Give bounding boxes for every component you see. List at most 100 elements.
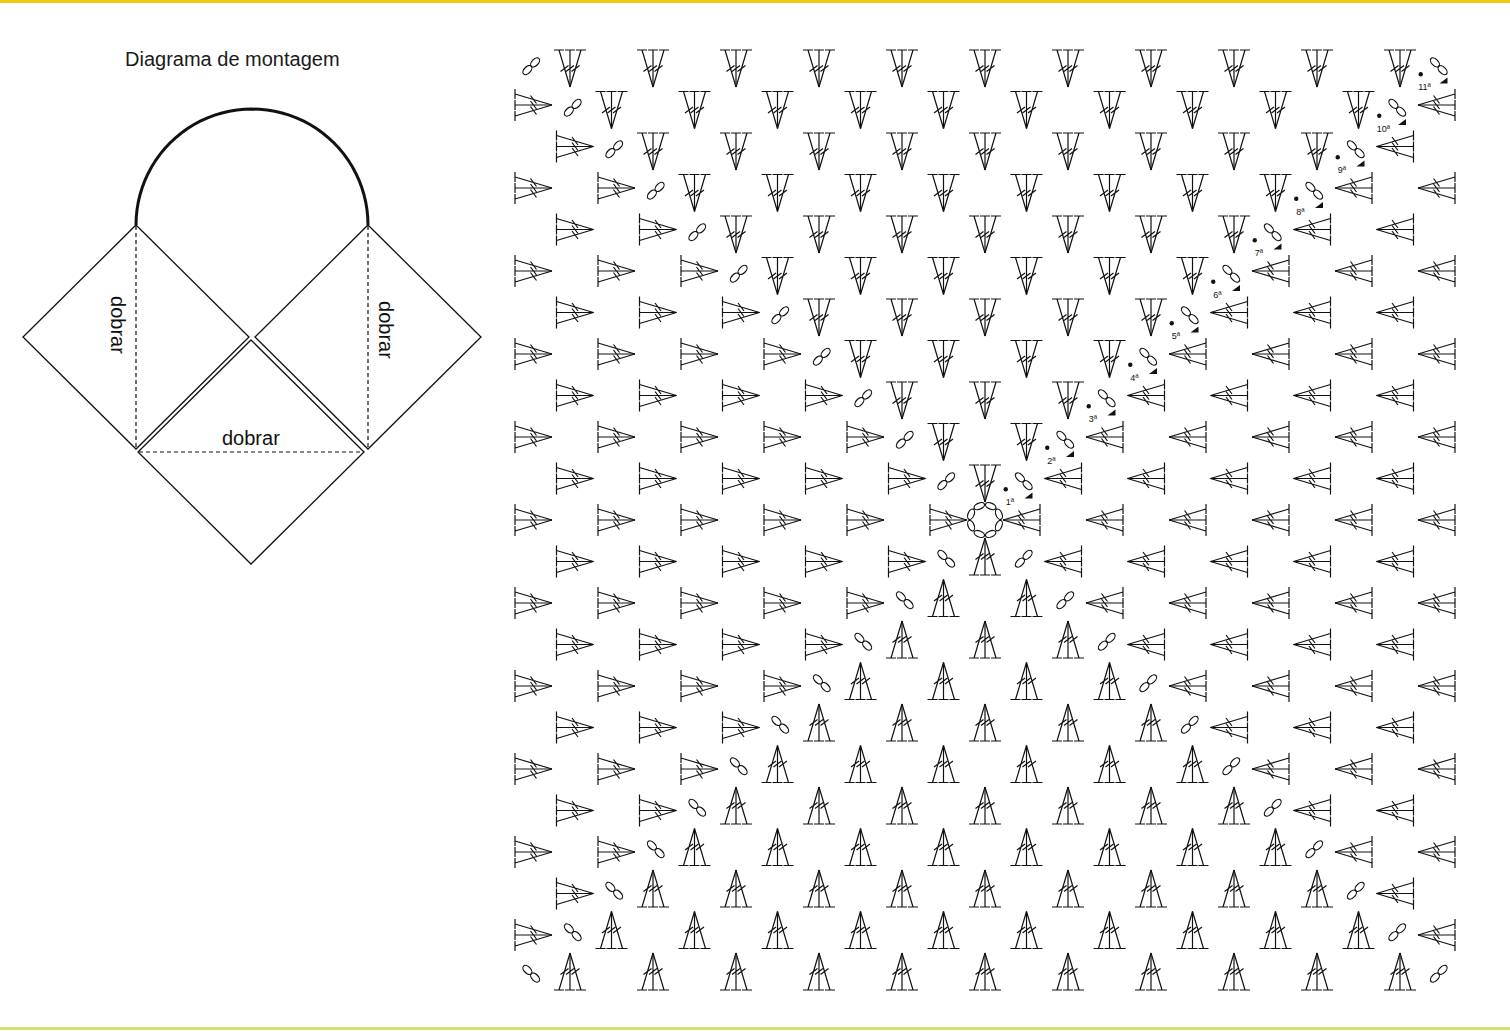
chain-symbol	[604, 881, 616, 893]
double-crochet-symbol	[640, 313, 677, 329]
chain-symbol	[1138, 681, 1150, 693]
double-crochet-symbol	[847, 421, 884, 437]
double-crochet-symbol	[1052, 50, 1068, 87]
double-crochet-symbol	[980, 299, 990, 336]
round-number: 4ª	[1130, 374, 1138, 384]
chain-symbol	[604, 147, 616, 159]
chain-symbol	[653, 181, 665, 193]
double-crochet-symbol	[1252, 504, 1289, 520]
double-crochet-symbol	[736, 50, 752, 87]
chain-symbol	[687, 798, 699, 810]
double-crochet-symbol	[515, 670, 552, 686]
double-crochet-symbol	[515, 172, 552, 188]
double-crochet-symbol	[598, 686, 635, 702]
double-crochet-symbol	[1229, 870, 1239, 907]
double-crochet-symbol	[1105, 92, 1115, 129]
double-crochet-symbol	[1211, 629, 1248, 645]
double-crochet-symbol	[861, 92, 877, 129]
double-crochet-symbol	[1418, 686, 1455, 702]
double-crochet-symbol	[856, 829, 866, 866]
double-crochet-symbol	[847, 504, 884, 520]
double-crochet-symbol	[596, 912, 612, 949]
chain-symbol	[778, 305, 790, 317]
double-crochet-symbol	[1317, 953, 1333, 990]
double-crochet-symbol	[1027, 175, 1043, 212]
fold-line	[139, 451, 363, 452]
double-crochet-symbol	[515, 930, 552, 940]
direction-arrow	[1025, 493, 1033, 499]
double-crochet-symbol	[681, 432, 718, 442]
double-crochet-symbol	[557, 147, 594, 163]
double-crochet-symbol	[928, 829, 944, 866]
double-crochet-symbol	[598, 769, 635, 785]
double-crochet-symbol	[1384, 50, 1400, 87]
double-crochet-symbol	[928, 92, 944, 129]
chain-symbol	[653, 847, 665, 859]
double-crochet-symbol	[1086, 515, 1123, 525]
double-crochet-symbol	[736, 216, 752, 253]
double-crochet-symbol	[1094, 92, 1110, 129]
double-crochet-symbol	[681, 520, 718, 536]
double-crochet-symbol	[695, 912, 711, 949]
double-crochet-symbol	[985, 787, 1001, 824]
chain-symbol	[812, 673, 824, 685]
double-crochet-symbol	[1294, 806, 1331, 816]
double-crochet-symbol	[557, 474, 594, 484]
double-crochet-symbol	[1128, 391, 1165, 401]
double-crochet-symbol	[819, 953, 835, 990]
double-crochet-symbol	[565, 953, 575, 990]
double-crochet-symbol	[1068, 50, 1084, 87]
double-crochet-symbol	[1094, 175, 1110, 212]
double-crochet-symbol	[1377, 380, 1414, 396]
double-crochet-symbol	[1027, 829, 1043, 866]
double-crochet-symbol	[980, 465, 990, 502]
chain-symbol	[861, 388, 873, 400]
double-crochet-symbol	[764, 520, 801, 536]
double-crochet-symbol	[596, 92, 612, 129]
double-crochet-symbol	[886, 870, 902, 907]
double-crochet-symbol	[1252, 686, 1289, 702]
fold-panel: dobrar	[138, 340, 364, 564]
double-crochet-symbol	[939, 175, 949, 212]
double-crochet-symbol	[640, 474, 677, 484]
double-crochet-symbol	[944, 258, 960, 295]
double-crochet-symbol	[515, 255, 552, 271]
chain-symbol	[612, 888, 624, 900]
double-crochet-symbol	[1252, 670, 1289, 686]
double-crochet-symbol	[1052, 299, 1068, 336]
double-crochet-symbol	[1211, 463, 1248, 479]
double-crochet-symbol	[1418, 515, 1455, 525]
chain-symbol	[1353, 881, 1365, 893]
double-crochet-symbol	[1252, 421, 1289, 437]
double-crochet-symbol	[557, 562, 594, 578]
double-crochet-symbol	[1128, 474, 1165, 484]
start-dot	[1087, 404, 1091, 408]
direction-arrow	[1440, 78, 1448, 84]
double-crochet-symbol	[1229, 787, 1239, 824]
double-crochet-symbol	[1063, 787, 1073, 824]
double-crochet-symbol	[939, 912, 949, 949]
double-crochet-symbol	[1068, 787, 1084, 824]
double-crochet-symbol	[969, 465, 985, 502]
double-crochet-symbol	[1418, 421, 1455, 437]
double-crochet-symbol	[640, 225, 677, 235]
chain-symbol	[1221, 264, 1233, 276]
double-crochet-symbol	[1294, 723, 1331, 733]
double-crochet-symbol	[806, 629, 843, 645]
double-crochet-symbol	[897, 787, 907, 824]
direction-arrow	[1315, 202, 1323, 208]
chain-symbol	[736, 264, 748, 276]
chain-symbol	[521, 964, 533, 976]
double-crochet-symbol	[1294, 396, 1331, 412]
double-crochet-symbol	[1335, 266, 1372, 276]
double-crochet-symbol	[598, 753, 635, 769]
double-crochet-symbol	[1418, 354, 1455, 370]
double-crochet-symbol	[1052, 382, 1068, 419]
double-crochet-symbol	[847, 515, 884, 525]
double-crochet-symbol	[720, 50, 736, 87]
double-crochet-symbol	[1063, 50, 1073, 87]
double-crochet-symbol	[648, 953, 658, 990]
double-crochet-symbol	[886, 133, 902, 170]
double-crochet-symbol	[1169, 504, 1206, 520]
